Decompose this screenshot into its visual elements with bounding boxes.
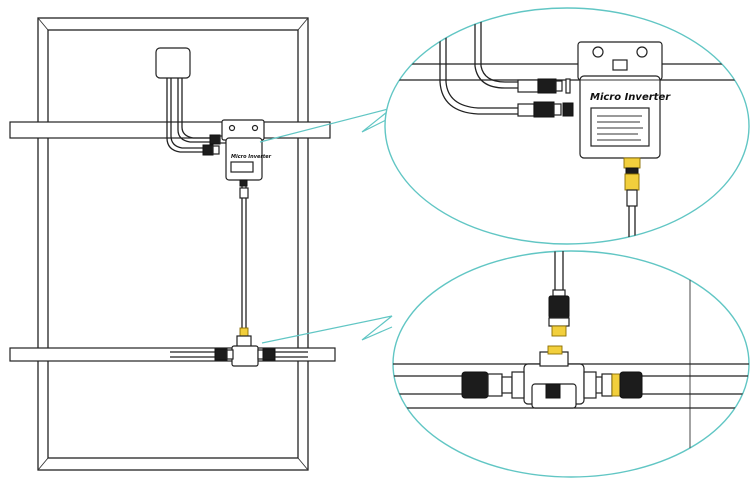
upper-mounting-rail <box>9 121 331 139</box>
panel-outer-frame <box>37 17 309 471</box>
callout-lower <box>392 250 750 478</box>
dc-cables <box>166 78 212 153</box>
lower-mounting-rail <box>9 347 336 362</box>
solar-panel <box>37 17 309 471</box>
t-connector-small <box>170 327 308 367</box>
ac-trunk-cable <box>239 186 249 335</box>
micro-inverter-small: Micro Inverter <box>221 119 272 187</box>
callout-upper: Micro Inverter <box>384 7 750 245</box>
panel-inner-frame <box>47 29 299 459</box>
callout-pointer-lower <box>261 315 393 344</box>
callout-pointer-upper <box>259 107 393 143</box>
inverter-label-large: Micro Inverter <box>590 92 671 103</box>
junction-box <box>155 47 191 79</box>
inverter-label-small: Micro Inverter <box>231 154 272 160</box>
